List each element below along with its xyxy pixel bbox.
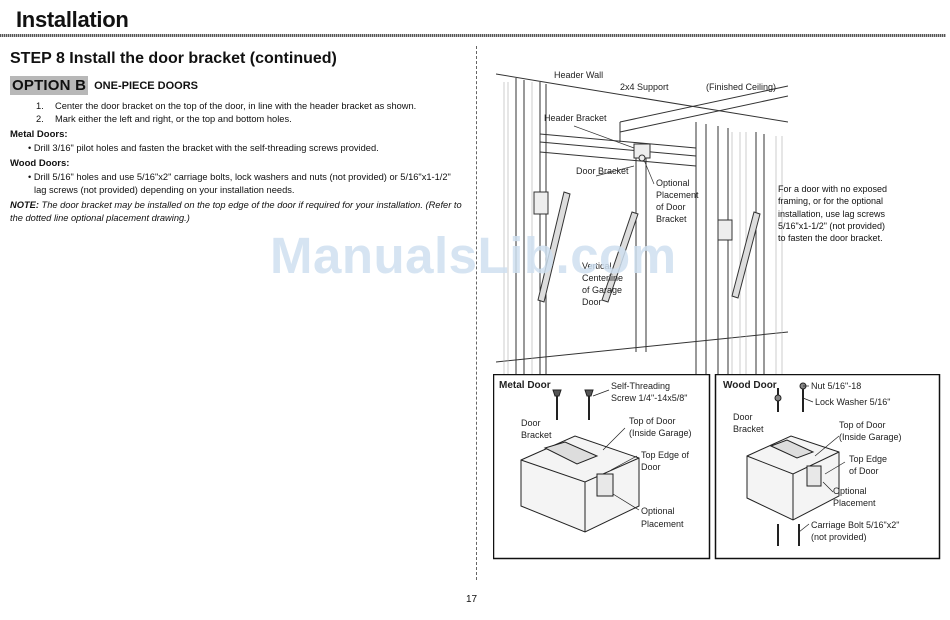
optional-label: Optional (833, 486, 867, 496)
wood-door-title: Wood Door (723, 380, 777, 391)
top-of-door-label: (Inside Garage) (629, 428, 692, 438)
side-note-line: installation, use lag screws (778, 208, 886, 219)
detail-panels: Metal Door Self-Threading Screw 1/4"-14x… (493, 374, 941, 560)
top-of-door-label: (Inside Garage) (839, 432, 902, 442)
column-divider (476, 46, 477, 580)
note-label: NOTE: (10, 200, 39, 210)
optional-placement-label: Placement (656, 190, 699, 200)
header-rule (0, 34, 946, 37)
metal-doors-heading: Metal Doors: (10, 129, 68, 140)
wood-doors-text: • Drill 5/16" holes and use 5/16"x2" car… (28, 172, 451, 195)
step-number: 2. (36, 114, 44, 124)
metal-door-title: Metal Door (499, 380, 551, 391)
wood-doors-heading: Wood Doors: (10, 158, 70, 169)
header-wall-label: Header Wall (554, 70, 603, 80)
page-title: Installation (16, 7, 129, 32)
screw-label: Screw 1/4"-14x5/8" (611, 393, 687, 403)
top-edge-label: Top Edge of (641, 450, 690, 460)
metal-doors-text: • Drill 3/16" pilot holes and fasten the… (28, 143, 379, 153)
step-text: Center the door bracket on the top of th… (55, 101, 417, 111)
note: NOTE: The door bracket may be installed … (10, 199, 465, 225)
bracket-label: Door (521, 418, 541, 428)
top-edge-label: Top Edge (849, 454, 887, 464)
step-item: 1. Center the door bracket on the top of… (10, 100, 465, 113)
optional-label: Placement (641, 519, 684, 529)
optional-placement-label: Optional (656, 178, 690, 188)
header-bracket-label: Header Bracket (544, 113, 607, 123)
bracket-label: Door (733, 412, 753, 422)
optional-placement-label: Bracket (656, 214, 687, 224)
optional-label: Optional (641, 506, 675, 516)
note-text: The door bracket may be installed on the… (10, 200, 462, 223)
screw-label: Self-Threading (611, 381, 670, 391)
support-label: 2x4 Support (620, 82, 669, 92)
side-note-line: 5/16"x1-1/2" (not provided) (778, 220, 885, 231)
centerline-label: Centerline (582, 273, 623, 283)
bracket-label: Bracket (521, 430, 552, 440)
carriage-bolt-label: Carriage Bolt 5/16"x2" (811, 520, 899, 530)
top-edge-label: Door (641, 462, 661, 472)
step-number: 1. (36, 101, 44, 111)
option-badge: OPTION B (10, 76, 89, 95)
page-number: 17 (466, 594, 478, 605)
top-edge-label: of Door (849, 466, 879, 476)
door-bracket-label: Door Bracket (576, 166, 629, 176)
top-of-door-label: Top of Door (839, 420, 886, 430)
centerline-label: Vertical (582, 261, 612, 271)
side-note-line: framing, or for the optional (778, 196, 884, 207)
garage-door-illustration: Header Wall 2x4 Support (Finished Ceilin… (496, 70, 788, 374)
option-row: OPTION B ONE-PIECE DOORS (10, 76, 465, 95)
centerline-label: Door (582, 297, 602, 307)
side-note: For a door with no exposed framing, or f… (778, 183, 948, 244)
washer-label: Lock Washer 5/16" (815, 397, 890, 407)
step-title: STEP 8 Install the door bracket (continu… (10, 50, 337, 67)
ceiling-label: (Finished Ceiling) (706, 82, 776, 92)
watermark: ManualsLib.com (270, 227, 677, 284)
step-text: Mark either the left and right, or the t… (55, 114, 292, 124)
optional-label: Placement (833, 498, 876, 508)
bracket-label: Bracket (733, 424, 764, 434)
top-of-door-label: Top of Door (629, 416, 676, 426)
centerline-label: of Garage (582, 285, 622, 295)
side-note-line: to fasten the door bracket. (778, 233, 883, 244)
page-header: Installation (0, 0, 950, 37)
side-note-line: For a door with no exposed (778, 184, 888, 194)
option-name: ONE-PIECE DOORS (94, 79, 199, 92)
step-item: 2. Mark either the left and right, or th… (10, 113, 465, 126)
instructions-column: STEP 8 Install the door bracket (continu… (10, 50, 465, 225)
nut-label: Nut 5/16"-18 (811, 381, 861, 391)
carriage-bolt-label: (not provided) (811, 532, 867, 542)
optional-placement-label: of Door (656, 202, 686, 212)
